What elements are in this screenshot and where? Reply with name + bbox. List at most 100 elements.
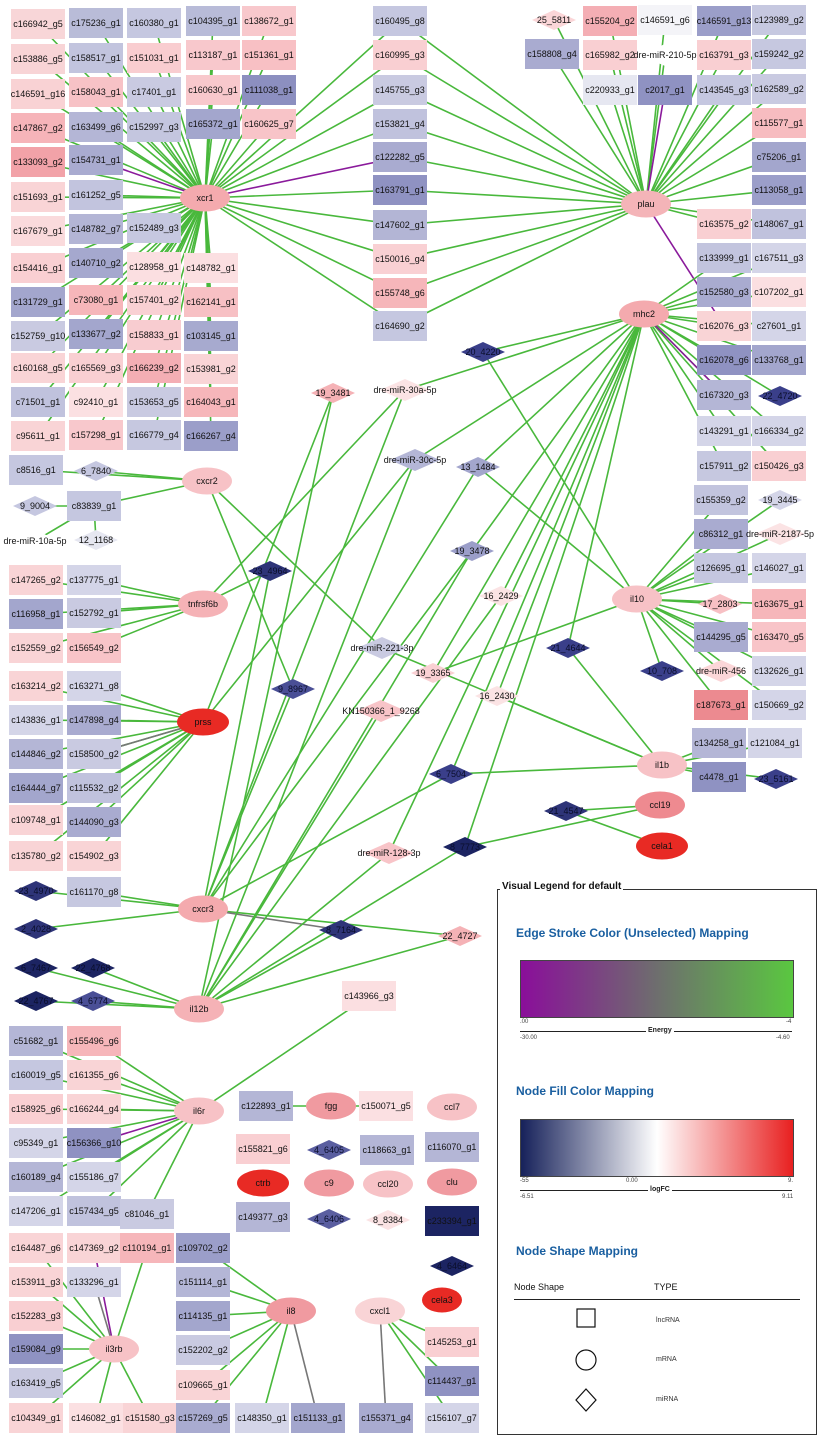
node-clu[interactable]: clu	[427, 1168, 477, 1196]
node-c83839-g1[interactable]: c83839_g1	[67, 491, 121, 521]
node-c122282-g5[interactable]: c122282_g5	[373, 142, 427, 172]
node-c154902-g3[interactable]: c154902_g3	[67, 841, 121, 871]
node-c133768-g1[interactable]: c133768_g1	[752, 345, 806, 375]
node-c51682-g1[interactable]: c51682_g1	[9, 1026, 63, 1056]
node-c111038-g1[interactable]: c111038_g1	[242, 75, 296, 105]
node-c123989-g2[interactable]: c123989_g2	[752, 5, 806, 35]
node-c160019-g5[interactable]: c160019_g5	[9, 1060, 63, 1090]
node-dre-mir-30c-5p[interactable]: dre-miR-30c-5p	[384, 449, 447, 471]
node-c155186-g7[interactable]: c155186_g7	[67, 1162, 121, 1192]
node-22-4720[interactable]: 22_4720	[758, 386, 802, 406]
node-16-2429[interactable]: 16_2429	[479, 586, 523, 606]
node-c153886-g5[interactable]: c153886_g5	[11, 44, 65, 74]
node-c158517-g1[interactable]: c158517_g1	[69, 43, 123, 73]
node-6-7467[interactable]: 6_7467	[14, 958, 58, 978]
node-c147206-g1[interactable]: c147206_g1	[9, 1196, 63, 1226]
node-ccl19[interactable]: ccl19	[635, 791, 685, 819]
node-19-3365[interactable]: 19_3365	[411, 663, 455, 683]
node-c163791-g1[interactable]: c163791_g1	[373, 175, 427, 205]
node-c163791-g3[interactable]: c163791_g3	[697, 40, 751, 70]
node-c160495-g8[interactable]: c160495_g8	[373, 6, 427, 36]
node-c158043-g1[interactable]: c158043_g1	[69, 77, 123, 107]
node-c113058-g1[interactable]: c113058_g1	[752, 175, 806, 205]
node-c163214-g2[interactable]: c163214_g2	[9, 671, 63, 701]
node-c122893-g1[interactable]: c122893_g1	[239, 1091, 293, 1121]
node-c154416-g1[interactable]: c154416_g1	[11, 253, 65, 283]
node-il12b[interactable]: il12b	[174, 995, 224, 1023]
node-c116070-g1[interactable]: c116070_g1	[425, 1132, 479, 1162]
node-cela3[interactable]: cela3	[422, 1287, 462, 1313]
node-c145755-g3[interactable]: c145755_g3	[373, 75, 427, 105]
node-c187673-g1[interactable]: c187673_g1	[694, 690, 748, 720]
node-12-1168[interactable]: 12_1168	[74, 530, 118, 550]
node-c153653-g5[interactable]: c153653_g5	[127, 387, 181, 417]
node-c158833-g1[interactable]: c158833_g1	[127, 320, 181, 350]
node-c133093-g2[interactable]: c133093_g2	[11, 147, 65, 177]
node-c147265-g2[interactable]: c147265_g2	[9, 565, 63, 595]
node-c144295-g5[interactable]: c144295_g5	[694, 622, 748, 652]
node-c156366-g10[interactable]: c156366_g10	[67, 1128, 122, 1158]
node-dre-mir-128-3p[interactable]: dre-miR-128-3p	[357, 842, 421, 864]
node-22-4767[interactable]: 22_4767	[14, 991, 58, 1011]
node-c151580-g3[interactable]: c151580_g3	[123, 1403, 177, 1433]
node-c9[interactable]: c9	[304, 1169, 354, 1197]
node-19-3445[interactable]: 19_3445	[758, 490, 802, 510]
node-ctrb[interactable]: ctrb	[237, 1169, 289, 1197]
node-c155496-g6[interactable]: c155496_g6	[67, 1026, 121, 1056]
node-c167511-g3[interactable]: c167511_g3	[752, 243, 806, 273]
node-c148782-g1[interactable]: c148782_g1	[184, 253, 238, 283]
node-c156549-g2[interactable]: c156549_g2	[67, 633, 121, 663]
node-c151693-g1[interactable]: c151693_g1	[11, 182, 65, 212]
node-c73080-g1[interactable]: c73080_g1	[69, 285, 123, 315]
node-c147867-g2[interactable]: c147867_g2	[11, 113, 65, 143]
node-c166267-g4[interactable]: c166267_g4	[184, 421, 238, 451]
node-il1b[interactable]: il1b	[637, 751, 687, 779]
node-8-7773[interactable]: 8_7773	[443, 837, 487, 857]
node-c163419-g5[interactable]: c163419_g5	[9, 1368, 63, 1398]
node-8-8384[interactable]: 8_8384	[366, 1210, 410, 1230]
node-il8[interactable]: il8	[266, 1297, 316, 1325]
node-c152997-g3[interactable]: c152997_g3	[127, 112, 181, 142]
node-c143545-g3[interactable]: c143545_g3	[697, 75, 751, 105]
node-c166334-g2[interactable]: c166334_g2	[752, 416, 806, 446]
node-c144846-g2[interactable]: c144846_g2	[9, 739, 63, 769]
node-c165372-g1[interactable]: c165372_g1	[186, 109, 240, 139]
node-c154731-g1[interactable]: c154731_g1	[69, 145, 123, 175]
node-dre-mir-10a-5p[interactable]: dre-miR-10a-5p	[3, 530, 67, 552]
node-c133296-g1[interactable]: c133296_g1	[67, 1267, 121, 1297]
node-c162589-g2[interactable]: c162589_g2	[752, 74, 806, 104]
node-c162078-g6[interactable]: c162078_g6	[697, 345, 751, 375]
node-kn150366-1-9268[interactable]: KN150366_1_9268	[342, 700, 420, 722]
node-c81046-g1[interactable]: c81046_g1	[120, 1199, 174, 1229]
node-c138672-g1[interactable]: c138672_g1	[242, 6, 296, 36]
node-c160625-g7[interactable]: c160625_g7	[242, 109, 296, 139]
node-c148350-g1[interactable]: c148350_g1	[235, 1403, 289, 1433]
node-23-4964[interactable]: 23_4964	[248, 561, 292, 581]
node-c157269-g5[interactable]: c157269_g5	[176, 1403, 230, 1433]
node-c128958-g1[interactable]: c128958_g1	[127, 252, 181, 282]
node-9-9004[interactable]: 9_9004	[13, 496, 57, 516]
node-c155359-g2[interactable]: c155359_g2	[694, 485, 748, 515]
node-c153911-g3[interactable]: c153911_g3	[9, 1267, 63, 1297]
node-il6r[interactable]: il6r	[174, 1097, 224, 1125]
node-c8516-g1[interactable]: c8516_g1	[9, 455, 63, 485]
node-cxcl1[interactable]: cxcl1	[355, 1297, 405, 1325]
node-4-6774[interactable]: 4_6774	[71, 991, 115, 1011]
node-c161170-g8[interactable]: c161170_g8	[67, 877, 121, 907]
node-c152202-g2[interactable]: c152202_g2	[176, 1335, 230, 1365]
node-c163470-g5[interactable]: c163470_g5	[752, 622, 806, 652]
node-16-2430[interactable]: 16_2430	[475, 686, 519, 706]
node-2-4028[interactable]: 2_4028	[14, 919, 58, 939]
node-cxcr2[interactable]: cxcr2	[182, 467, 232, 495]
node-c115577-g1[interactable]: c115577_g1	[752, 108, 806, 138]
node-c158808-g4[interactable]: c158808_g4	[525, 39, 579, 69]
node-c155748-g6[interactable]: c155748_g6	[373, 278, 427, 308]
node-c164487-g6[interactable]: c164487_g6	[9, 1233, 63, 1263]
node-22-4768[interactable]: 22_4768	[71, 958, 115, 978]
node-c104349-g1[interactable]: c104349_g1	[9, 1403, 63, 1433]
node-c157401-g2[interactable]: c157401_g2	[127, 285, 181, 315]
node-c17401-g1[interactable]: c17401_g1	[127, 77, 181, 107]
node-c152559-g2[interactable]: c152559_g2	[9, 633, 63, 663]
node-c146591-g13[interactable]: c146591_g13	[697, 6, 752, 36]
node-c164444-g7[interactable]: c164444_g7	[9, 773, 63, 803]
